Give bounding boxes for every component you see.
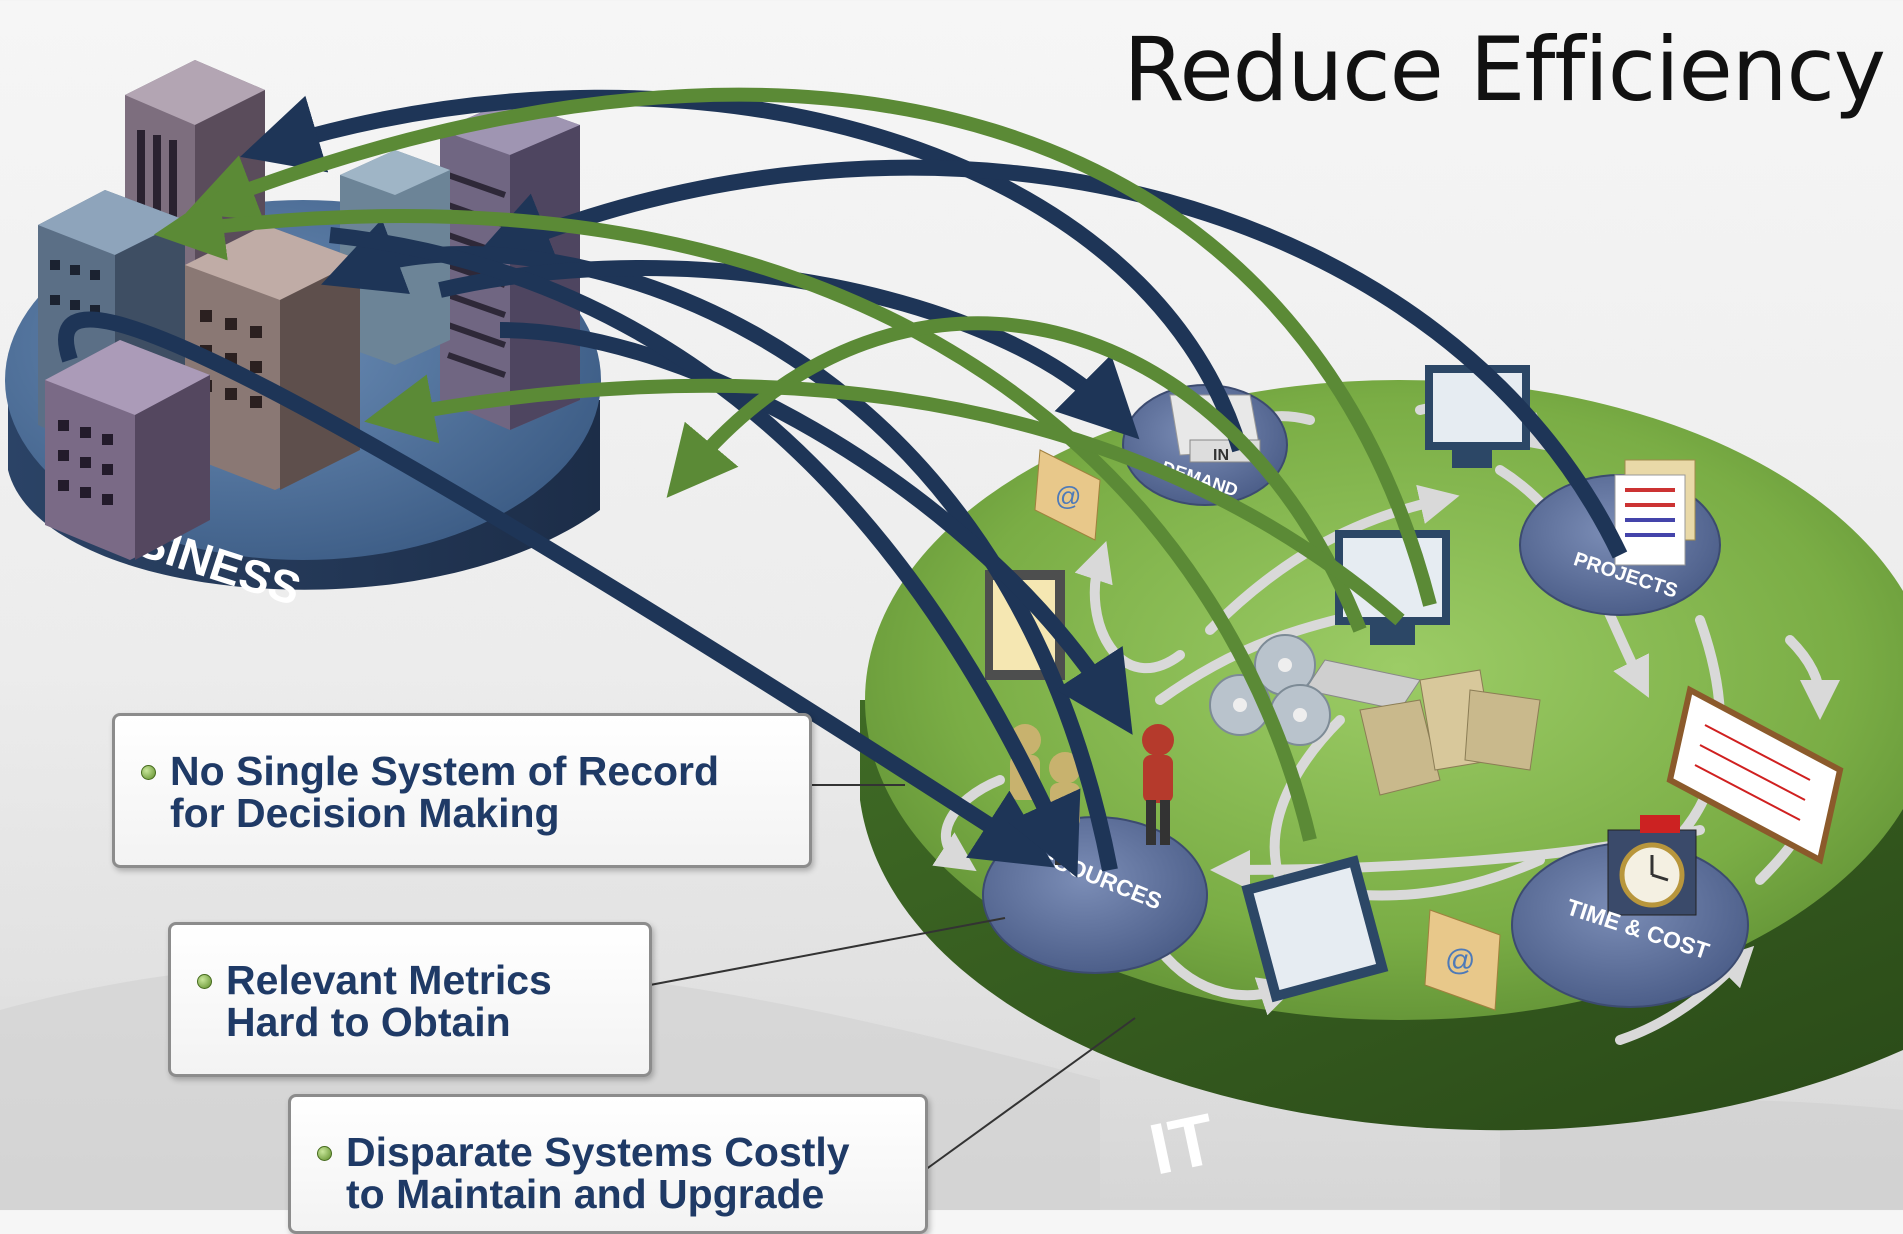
callout-line: Hard to Obtain (226, 999, 511, 1045)
whiteboard-icon (1666, 685, 1844, 865)
blue-flow-arrows (57, 89, 1628, 878)
bullet-icon (197, 974, 212, 989)
background-swoosh (1500, 1100, 1903, 1210)
callout-line: Disparate Systems Costly (346, 1129, 850, 1175)
callout-line: No Single System of Record (170, 748, 720, 794)
callout-line: for Decision Making (170, 790, 560, 836)
email-icon: @ (1034, 449, 1101, 541)
page-title: Reduce Efficiency (1123, 18, 1886, 121)
building-icon (185, 225, 360, 490)
bullet-icon (317, 1146, 332, 1161)
folder-icon (1359, 669, 1541, 796)
callout-line: Relevant Metrics (226, 957, 552, 1003)
svg-text:@: @ (1055, 481, 1081, 511)
callout-line: to Maintain and Upgrade (346, 1171, 825, 1217)
email-icon: @ (1424, 909, 1501, 1011)
building-icon (45, 340, 210, 560)
bullet-icon (141, 765, 156, 780)
svg-text:@: @ (1445, 944, 1475, 977)
green-flow-arrows (153, 87, 1437, 842)
it-label: IT (1143, 1099, 1222, 1191)
monitor-icon (1241, 855, 1389, 1003)
demand-in-label: IN (1213, 447, 1229, 464)
time-cost-node: TIME & COST (1511, 815, 1749, 1008)
callout-leader-lines (649, 784, 1136, 1171)
